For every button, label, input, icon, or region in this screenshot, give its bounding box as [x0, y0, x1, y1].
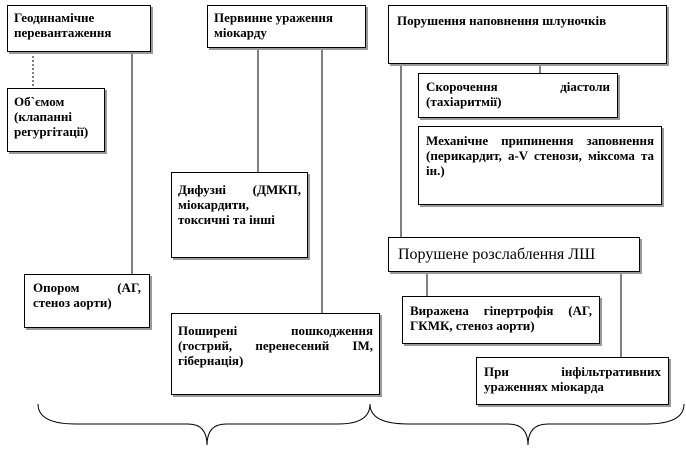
hypertrophy-label: Виражена гіпертрофія (АГ, ГКМК, стеноз а…	[410, 303, 592, 333]
infiltrative-box: При інфільтративних ураженнях міокарда	[476, 357, 669, 405]
diffuse-label: Дифузні (ДМКП, міокардити, токсичні та і…	[178, 182, 301, 227]
extensive-damage-label: Поширені пошкодження (гострий, перенесен…	[178, 323, 373, 368]
primary-damage-box: Первинне ураження міокарду	[207, 5, 366, 48]
short-diastole-label: Скорочення діастоли (тахіаритмії)	[426, 79, 610, 109]
mechanical-stop-box: Механічне припинення заповнення (перикар…	[418, 126, 662, 205]
primary-damage-label: Первинне ураження міокарду	[214, 10, 333, 40]
filling-disorder-label: Порушення наповнення шлуночків	[397, 13, 607, 28]
short-diastole-box: Скорочення діастоли (тахіаритмії)	[418, 73, 618, 118]
hypertrophy-box: Виражена гіпертрофія (АГ, ГКМК, стеноз а…	[402, 296, 600, 344]
lv-relaxation-label: Порушене розслаблення ЛШ	[398, 246, 596, 263]
volume-box: Об`ємом (клапанні регургітації)	[7, 88, 105, 152]
mechanical-stop-label: Механічне припинення заповнення (перикар…	[426, 133, 654, 178]
hemodynamic-overload-label: Геодинамічне перевантаження	[14, 10, 112, 40]
brace-left	[37, 403, 371, 446]
brace-right	[369, 403, 685, 446]
filling-disorder-box: Порушення наповнення шлуночків	[388, 5, 667, 64]
infiltrative-label: При інфільтративних ураженнях міокарда	[484, 364, 661, 394]
pressure-label: Опором (АГ, стеноз аорти)	[33, 280, 141, 310]
pressure-box: Опором (АГ, стеноз аорти)	[24, 274, 150, 328]
hemodynamic-overload-box: Геодинамічне перевантаження	[7, 5, 151, 52]
diffuse-box: Дифузні (ДМКП, міокардити, токсичні та і…	[171, 172, 308, 258]
extensive-damage-box: Поширені пошкодження (гострий, перенесен…	[171, 313, 380, 395]
lv-relaxation-box: Порушене розслаблення ЛШ	[388, 237, 640, 272]
volume-label: Об`ємом (клапанні регургітації)	[14, 94, 89, 139]
